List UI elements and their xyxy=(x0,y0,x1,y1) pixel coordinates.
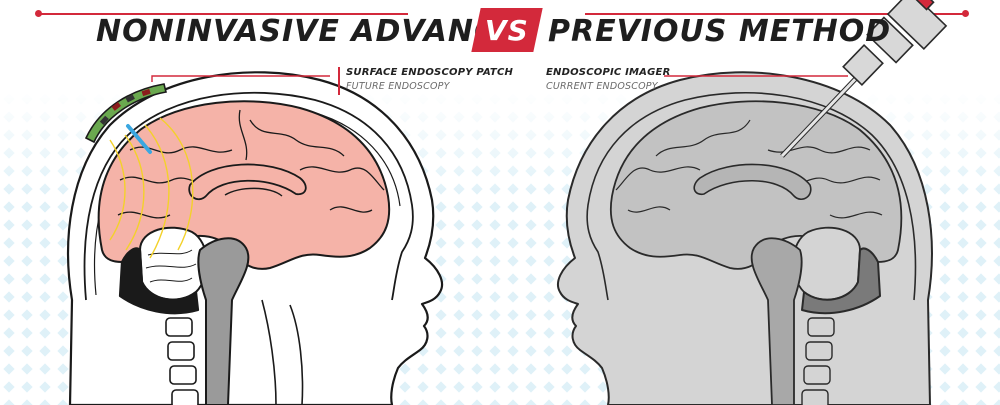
right-callout-sub: CURRENT ENDOSCOPY xyxy=(546,81,658,92)
left-callout: SURFACE ENDOSCOPY PATCH FUTURE ENDOSCOPY xyxy=(338,67,514,95)
vs-label: VS xyxy=(485,13,529,47)
header-rule-dot-left xyxy=(35,10,42,17)
right-head xyxy=(556,71,933,405)
surface-endoscopy-patch xyxy=(84,83,167,144)
right-callout: ENDOSCOPIC IMAGER CURRENT ENDOSCOPY xyxy=(546,67,670,92)
brainstem xyxy=(197,237,250,405)
endoscopic-imager xyxy=(780,0,948,158)
right-callout-name: ENDOSCOPIC IMAGER xyxy=(546,67,671,78)
left-callout-leader xyxy=(151,75,330,82)
left-head xyxy=(67,71,444,405)
signal-waves xyxy=(109,117,194,259)
patch-probe xyxy=(126,124,152,154)
header-rule-right xyxy=(585,13,965,15)
cerebellum xyxy=(139,226,208,301)
right-title: PREVIOUS METHOD xyxy=(548,14,892,49)
header-rule-dot-right xyxy=(962,10,969,17)
vs-badge: VS xyxy=(471,8,543,52)
left-title: NONINVASIVE ADVANCE xyxy=(96,14,519,49)
left-callout-bar xyxy=(338,67,340,95)
left-callout-name: SURFACE ENDOSCOPY PATCH xyxy=(346,67,514,78)
header-rule-left xyxy=(38,13,408,15)
left-callout-sub: FUTURE ENDOSCOPY xyxy=(346,81,450,92)
